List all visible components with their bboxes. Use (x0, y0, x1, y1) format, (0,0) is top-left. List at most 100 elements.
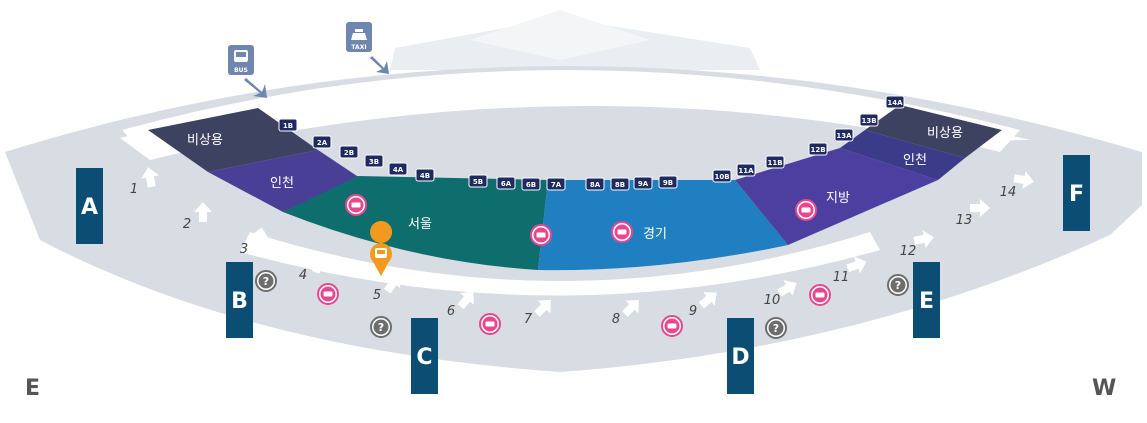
exit-12[interactable]: 12 (900, 228, 936, 259)
compass-east: E (25, 376, 40, 401)
bay-label: 11A (738, 167, 754, 175)
zone-incheon-right[interactable] (840, 130, 965, 180)
exit-arrow-icon (310, 253, 328, 274)
bay-sign[interactable]: 3B (364, 154, 384, 168)
exit-8[interactable]: 8 (612, 294, 646, 327)
bay-label: 2A (317, 139, 328, 147)
bay-sign[interactable]: 2B (339, 145, 359, 159)
bay-sign[interactable]: 11A (736, 163, 756, 177)
exit-13[interactable]: 13 (956, 199, 990, 228)
bay-label: 9B (663, 179, 673, 187)
ticket-icon[interactable] (345, 194, 367, 216)
exit-1[interactable]: 1 (130, 166, 161, 197)
exit-number: 9 (689, 304, 697, 319)
ticket-icon[interactable] (479, 313, 501, 335)
bay-sign[interactable]: 13A (834, 128, 854, 142)
ticket-icon[interactable] (795, 199, 817, 221)
bay-label: 13A (836, 132, 852, 140)
bay-label: 5B (473, 178, 483, 186)
bay-sign[interactable]: 5B (468, 174, 488, 188)
bay-label: 3B (369, 158, 379, 166)
bay-sign[interactable]: 8B (610, 177, 630, 191)
exit-arrow-icon (141, 167, 159, 188)
bay-label: 2B (344, 149, 354, 157)
exit-arrow-icon (383, 274, 401, 294)
ticket-offices (317, 194, 831, 337)
bus-label: BUS (234, 67, 248, 74)
info-question-icon[interactable]: ? (887, 274, 909, 296)
zone-label-incheon-left: 인천 (270, 176, 294, 191)
info-question-icon[interactable]: ? (255, 270, 277, 292)
bay-label: 13B (861, 117, 876, 125)
zone-label-seoul: 서울 (408, 217, 432, 232)
exit-number: 3 (240, 242, 248, 257)
bay-sign[interactable]: 11B (765, 155, 785, 169)
exit-arrow-icon (698, 292, 717, 309)
bay-label: 14A (887, 99, 903, 107)
exit-4[interactable]: 4 (299, 251, 331, 283)
zone-gyeonggi[interactable] (538, 180, 788, 271)
bay-label: 8A (590, 181, 601, 189)
door-label: A (81, 195, 98, 220)
exit-arrow-icon (457, 291, 474, 310)
bay-sign[interactable]: 10B (712, 169, 732, 183)
bay-sign[interactable]: 6A (496, 176, 516, 190)
ticket-icon[interactable] (611, 221, 633, 243)
door-f[interactable]: F (1063, 155, 1090, 231)
door-label: F (1069, 182, 1084, 207)
exit-5[interactable]: 5 (373, 270, 406, 303)
ticket-icon[interactable] (661, 315, 683, 337)
door-label: B (231, 289, 248, 314)
exit-10[interactable]: 10 (764, 275, 801, 308)
bay-label: 12B (810, 146, 825, 154)
door-d[interactable]: D (727, 318, 754, 394)
bay-sign[interactable]: 7A (546, 177, 566, 191)
zone-label-jibang: 지방 (826, 191, 850, 206)
zone-emergency-left[interactable] (148, 108, 318, 172)
ticket-icon[interactable] (809, 284, 831, 306)
bay-sign[interactable]: 6B (521, 177, 541, 191)
bay-sign[interactable]: 4A (388, 162, 408, 176)
bay-signs: 1B 2A 2B 3B 4A 4B 5B 6A 6B 7A 8A 8B 9A 9B 10B 11A 11B 12B… (278, 95, 905, 191)
zone-jibang[interactable] (735, 148, 938, 245)
exit-14[interactable]: 14 (1000, 169, 1036, 200)
door-label: E (919, 289, 934, 314)
ticket-icon[interactable] (530, 224, 552, 246)
exit-number: 2 (183, 217, 191, 232)
bay-sign[interactable]: 14A (885, 95, 905, 109)
bay-label: 9A (638, 180, 649, 188)
svg-text:?: ? (378, 321, 384, 334)
exit-3[interactable]: 3 (240, 226, 271, 257)
exit-7[interactable]: 7 (524, 294, 558, 327)
zone-label-emergency-left: 비상용 (187, 133, 223, 148)
bay-sign[interactable]: 2A (312, 135, 332, 149)
exit-number: 7 (524, 312, 533, 327)
zone-incheon-left[interactable] (208, 150, 360, 212)
info-question-icon[interactable]: ? (370, 316, 392, 338)
bay-sign[interactable]: 13B (859, 113, 879, 127)
zone-emergency-right[interactable] (865, 105, 1002, 158)
bay-sign[interactable]: 9B (658, 175, 678, 189)
bus-sign[interactable]: BUS (228, 45, 267, 98)
bay-sign[interactable]: 9A (633, 176, 653, 190)
bay-sign[interactable]: 4B (415, 168, 435, 182)
bay-sign[interactable]: 8A (585, 177, 605, 191)
bay-sign[interactable]: 12B (808, 142, 828, 156)
exit-number: 4 (299, 268, 307, 283)
door-e[interactable]: E (913, 262, 940, 338)
bay-label: 1B (283, 122, 293, 130)
exit-number: 5 (373, 288, 381, 303)
exit-6[interactable]: 6 (447, 286, 480, 319)
bay-sign[interactable]: 1B (278, 118, 298, 132)
exit-9[interactable]: 9 (689, 286, 723, 319)
taxi-sign[interactable]: TAXI (346, 22, 389, 74)
info-question-icon[interactable]: ? (765, 317, 787, 339)
door-b[interactable]: B (226, 262, 253, 338)
door-a[interactable]: A (76, 168, 103, 244)
exit-11[interactable]: 11 (833, 253, 870, 285)
door-c[interactable]: C (411, 318, 438, 394)
bay-label: 4B (420, 172, 430, 180)
ticket-icon[interactable] (317, 283, 339, 305)
exit-2[interactable]: 2 (183, 202, 212, 232)
exit-number: 13 (956, 213, 973, 228)
